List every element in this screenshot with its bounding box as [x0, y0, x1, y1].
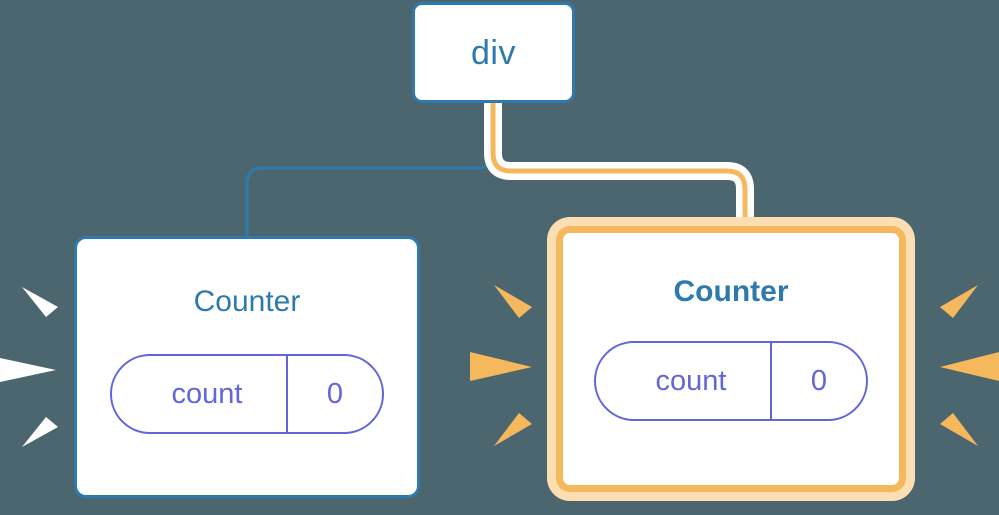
burst-ray-icon — [22, 287, 58, 317]
prop-capsule-left: count 0 — [110, 354, 384, 434]
prop-value: 0 — [286, 356, 382, 432]
burst-right-counter-left — [470, 285, 532, 446]
prop-key: count — [171, 377, 243, 410]
prop-capsule-right: count 0 — [594, 341, 868, 421]
node-div-label: div — [471, 33, 516, 72]
edge-root-to-right-counter — [490, 100, 748, 232]
burst-ray-icon — [940, 413, 978, 446]
burst-ray-icon — [940, 352, 999, 381]
prop-value: 0 — [770, 343, 866, 419]
node-counter-right[interactable]: Counter count 0 — [556, 226, 906, 492]
node-counter-left[interactable]: Counter count 0 — [74, 236, 420, 498]
burst-ray-icon — [0, 358, 56, 382]
burst-ray-icon — [494, 413, 532, 446]
prop-key: count — [655, 364, 727, 397]
burst-right-counter-right — [940, 285, 999, 446]
burst-left-counter — [0, 287, 58, 447]
burst-ray-icon — [494, 285, 532, 318]
burst-ray-icon — [22, 417, 58, 447]
burst-ray-icon — [470, 352, 532, 381]
node-counter-right-title: Counter — [673, 275, 789, 308]
node-counter-left-title: Counter — [193, 285, 301, 318]
burst-ray-icon — [940, 285, 978, 318]
node-div[interactable]: div — [412, 2, 575, 103]
